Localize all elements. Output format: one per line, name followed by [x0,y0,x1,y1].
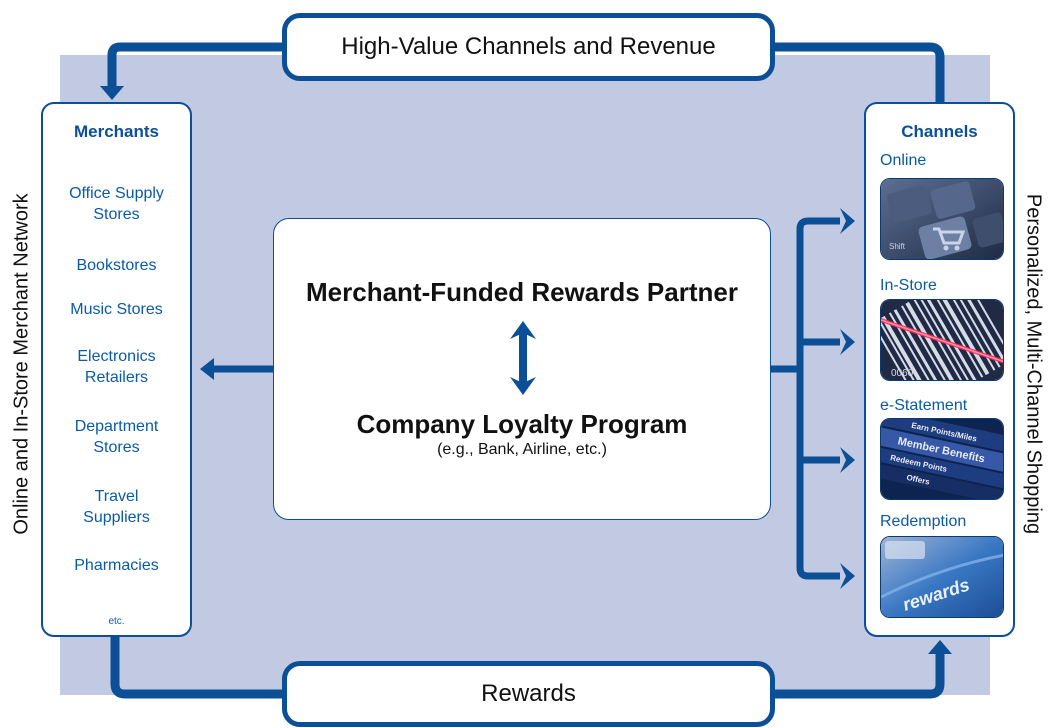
merchant-electronics-line1: Electronics [77,348,156,365]
merchant-etc: etc. [108,616,125,627]
high-value-channels-label: High-Value Channels and Revenue [341,33,716,60]
channel-estatement-label: e-Statement [880,397,968,414]
bottom-loop-line-left [110,637,282,699]
online-shopping-cart-image: Shift [880,178,1004,260]
loyalty-program-title: Company Loyalty Program [356,409,688,439]
rewards-box: Rewards [282,661,775,727]
merchant-bookstores: Bookstores [76,257,157,274]
channel-branch-bracket [796,217,840,580]
bottom-loop-arrow [775,650,945,699]
top-loop-line-right [775,42,945,102]
high-value-channels-box: High-Value Channels and Revenue [282,13,775,81]
channel-redemption-label: Redemption [880,513,967,530]
estatement-member-benefits-image: Earn Points/Miles Member Benefits Redeem… [880,418,1004,500]
merchants-title: Merchants [73,122,160,141]
rewards-partner-title: Merchant-Funded Rewards Partner [306,277,738,307]
barcode-number-text: 0060 [891,368,914,379]
channel-instore-label: In-Store [880,277,937,294]
merchant-travel-line1: Travel [94,488,139,505]
center-partner-box: Merchant-Funded Rewards Partner Company … [273,218,771,520]
loyalty-program-note: (e.g., Bank, Airline, etc.) [437,441,607,458]
merchant-pharmacies: Pharmacies [74,557,159,574]
channel-arrowheads [840,208,855,589]
merchant-office-supply-line1: Office Supply [69,185,164,202]
merchant-department-line2: Stores [93,439,140,456]
merchant-electronics-line2: Retailers [84,369,149,386]
merchants-panel: Merchants Office Supply Stores Bookstore… [41,102,192,637]
channels-panel: Channels Online Shift In-Store [864,102,1015,637]
merchant-music-stores: Music Stores [70,301,163,318]
instore-barcode-image: 0060 [880,299,1004,381]
rewards-label: Rewards [481,680,576,707]
channels-title: Channels [901,122,978,141]
top-loop-arrow [107,42,282,92]
channel-online-label: Online [880,152,927,169]
multi-channel-shopping-label: Personalized, Multi-Channel Shopping [1022,193,1045,535]
merchant-department-line1: Department [74,418,159,435]
merchant-travel-line2: Suppliers [83,509,150,526]
merchant-office-supply-line2: Stores [93,206,140,223]
double-arrow-icon [510,321,536,395]
merchant-network-label: Online and In-Store Merchant Network [10,193,33,535]
shift-key-text: Shift [889,242,906,251]
redemption-rewards-card-image: rewards [880,536,1004,618]
